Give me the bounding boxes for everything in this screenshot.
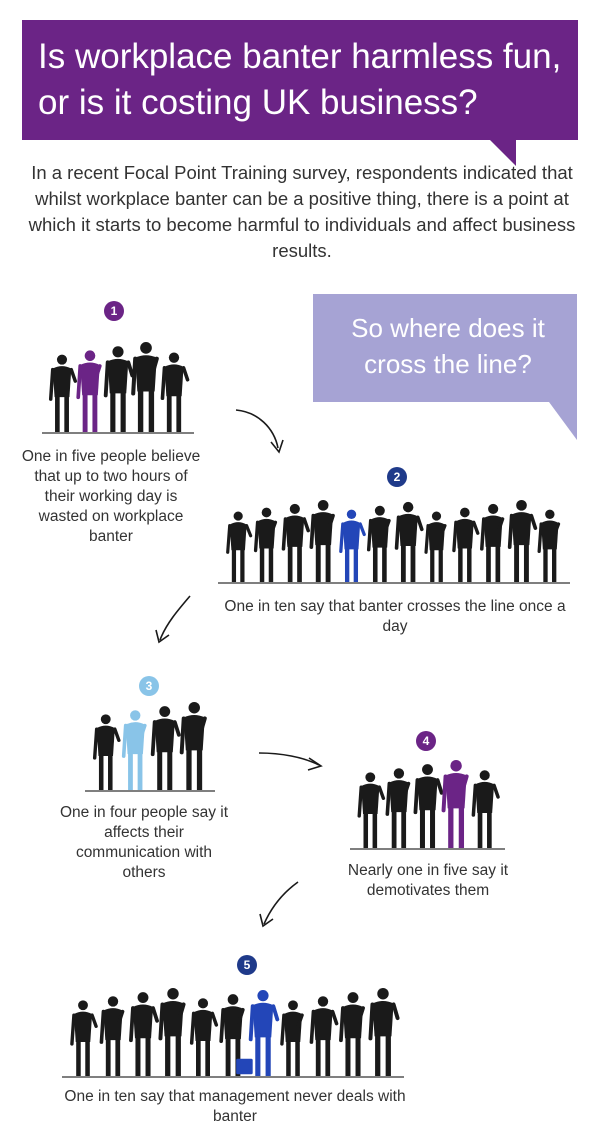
- arrow-4-to-5: [259, 881, 299, 928]
- person-silhouette: [480, 503, 505, 582]
- person-silhouette: [309, 996, 339, 1076]
- arrow-1-to-2: [235, 409, 284, 454]
- person-silhouette: [385, 768, 411, 848]
- stat-2-badge: 2: [387, 467, 407, 487]
- stat-2-people-group: [218, 500, 570, 584]
- title-banner: Is workplace banter harmless fun, or is …: [22, 20, 578, 140]
- person-silhouette: [121, 710, 147, 790]
- person-silhouette: [150, 706, 181, 790]
- question-speech-tail: [549, 402, 577, 440]
- person-silhouette: [366, 505, 391, 582]
- stat-4-people-group: [350, 760, 505, 850]
- person-silhouette: [92, 714, 121, 790]
- stat-5-caption: One in ten say that management never dea…: [64, 1088, 406, 1125]
- person-silhouette: [179, 702, 207, 790]
- person-silhouette: [248, 990, 280, 1076]
- stat-5-badge: 5: [237, 955, 257, 975]
- person-silhouette: [280, 1000, 304, 1076]
- stat-1-badge: 1: [104, 301, 124, 321]
- person-silhouette: [99, 996, 125, 1076]
- arrow-2-to-3: [155, 595, 191, 644]
- person-silhouette: [253, 507, 278, 582]
- person-silhouette: [413, 764, 444, 848]
- person-silhouette: [189, 998, 219, 1076]
- person-silhouette: [368, 988, 400, 1076]
- person-silhouette: [160, 352, 190, 432]
- person-silhouette: [507, 500, 538, 582]
- person-silhouette: [394, 501, 424, 582]
- person-silhouette: [158, 988, 186, 1076]
- person-silhouette: [103, 346, 135, 432]
- stat-4-badge: 4: [416, 731, 436, 751]
- person-silhouette: [129, 992, 159, 1076]
- stat-5-people-group: [62, 988, 404, 1078]
- briefcase-icon: [236, 1058, 253, 1075]
- person-silhouette: [357, 772, 386, 848]
- person-silhouette: [226, 511, 253, 582]
- intro-paragraph: In a recent Focal Point Training survey,…: [28, 162, 576, 261]
- person-silhouette: [219, 994, 245, 1076]
- person-silhouette: [281, 503, 310, 582]
- person-silhouette: [471, 770, 500, 848]
- question-bubble: So where does it cross the line?: [313, 294, 577, 402]
- person-silhouette: [339, 992, 365, 1076]
- stat-4-caption: Nearly one in five say it demotivates th…: [347, 862, 509, 899]
- person-silhouette: [309, 500, 335, 582]
- arrow-3-to-4: [258, 752, 323, 771]
- person-silhouette: [131, 342, 159, 432]
- stat-1-people-group: [42, 342, 194, 434]
- title-speech-tail: [490, 140, 516, 166]
- person-silhouette: [424, 511, 447, 582]
- person-silhouette: [441, 760, 469, 848]
- page-title: Is workplace banter harmless fun, or is …: [38, 37, 562, 122]
- stat-3-people-group: [85, 702, 215, 792]
- person-silhouette: [70, 1000, 98, 1076]
- person-silhouette: [48, 354, 78, 432]
- question-text: So where does it cross the line?: [351, 313, 545, 379]
- person-silhouette: [76, 350, 102, 432]
- person-silhouette: [537, 509, 561, 582]
- stat-2-caption: One in ten say that banter crosses the l…: [224, 598, 566, 635]
- person-silhouette: [452, 507, 480, 582]
- stat-3-caption: One in four people say it affects their …: [59, 804, 229, 881]
- stat-3-badge: 3: [139, 676, 159, 696]
- stat-1-caption: One in five people believe that up to tw…: [21, 448, 201, 545]
- person-silhouette: [339, 509, 366, 582]
